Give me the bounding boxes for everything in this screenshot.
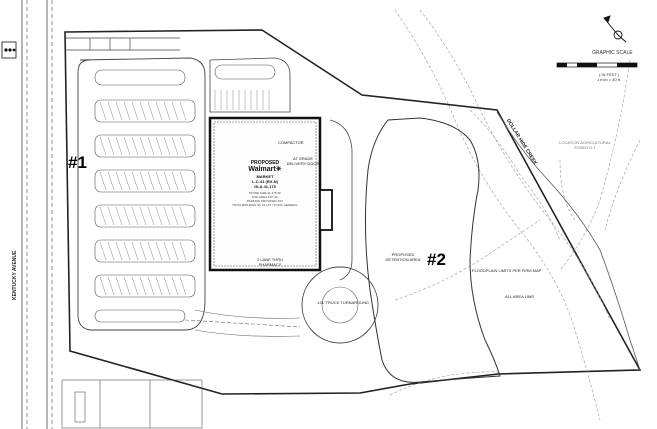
store-label-block: PROPOSED Walmart✳ MARKET L-C-41 (RX-N) G… <box>216 160 314 207</box>
detention-area-label: PROPOSED DETENTION AREA <box>385 252 421 262</box>
outparcel <box>61 379 203 429</box>
upper-parking-lot <box>209 57 291 113</box>
contour-lines <box>389 9 641 421</box>
walmart-store-building <box>208 116 322 272</box>
store-notes: STORE SIZE 41,175 SF SITE AREA 8.87 AC P… <box>232 191 298 207</box>
road-name-label: KENTUCKY AVENUE <box>12 250 18 300</box>
north-arrow-icon <box>603 15 627 43</box>
store-prototype-label: L-C-41 (RX-N) <box>252 179 278 184</box>
store-inner-outline <box>213 121 317 267</box>
property-boundary <box>64 29 642 395</box>
floodplain-label: FLOODPLAIN LIMITS PER FIRM MAP <box>472 268 542 273</box>
store-gla-label: GLA 41,175 <box>254 184 276 189</box>
parking-bays <box>94 69 196 323</box>
creek-line <box>496 111 641 371</box>
zone-2-label: #2 <box>427 250 446 269</box>
limits-label: ALL AREA LIMS <box>505 294 534 299</box>
truck-turnaround <box>301 266 379 344</box>
spark-icon: ✳ <box>275 166 282 173</box>
truck-turnaround-inner <box>321 286 359 324</box>
scale-text: ( IN FEET ) 1 inch = 40 ft. <box>597 72 622 82</box>
zoning-label: LOCATION AGRICULTURAL ZONED D-T <box>559 140 611 150</box>
compactor-label: COMPACTOR <box>278 140 304 145</box>
upper-island <box>214 64 276 80</box>
service-drive <box>329 119 353 281</box>
store-bump-out <box>319 189 333 231</box>
scale-title: GRAPHIC SCALE <box>592 50 633 56</box>
drive-thru-label: 2 LANE THRU PHARMACY <box>257 257 283 267</box>
bottom-drive <box>184 309 301 337</box>
detention-area <box>364 117 501 383</box>
zone-1-label: #1 <box>68 153 87 172</box>
store-type-label: MARKET <box>256 174 274 179</box>
traffic-signal-icon <box>1 41 17 59</box>
parking-lot-outline <box>77 57 206 331</box>
walmart-logo: Walmart✳ <box>216 166 314 174</box>
truck-turnaround-label: 131' TRUCK TURNAROUND <box>317 300 369 305</box>
walmart-brand-text: Walmart <box>248 166 276 173</box>
store-proposed-label: PROPOSED <box>250 160 280 166</box>
kentucky-avenue-road <box>21 0 53 429</box>
entrance-drive <box>65 37 180 51</box>
delivery-door-label: AT GRADE DELIVERY DOOR <box>286 156 320 166</box>
scale-bar <box>556 62 638 68</box>
parking-stalls <box>99 90 270 296</box>
